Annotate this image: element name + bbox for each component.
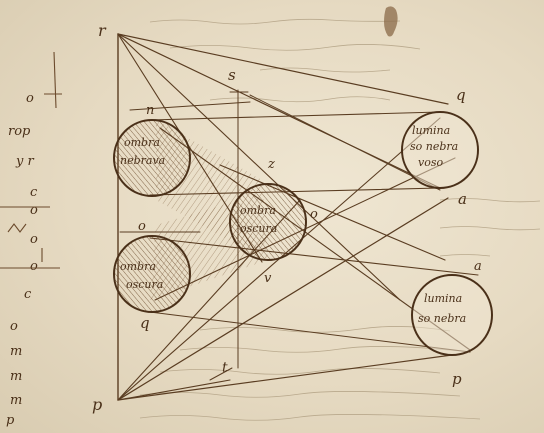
margin-note: o [30,203,38,218]
label-circle-o-side: o [310,207,318,222]
label-bottom-right: p [452,370,462,388]
label-top-mid: s [228,66,236,84]
label-bottom-mid: t [222,360,228,376]
ink-blot [384,6,398,37]
circle-top-left: ombra nebrava [113,119,191,197]
circle-center: ombra oscura [229,183,307,261]
circle-note: so nebra [418,312,466,325]
margin-note: m [10,393,22,408]
label-circle-z: z [267,157,275,172]
circle-note: ombra [120,260,156,273]
margin-note: c [24,287,32,302]
label-bottom-left-q: q [140,314,150,332]
point-labels: r s q n z o o q v a a t p p [92,21,482,414]
circle-note: nebrava [120,154,165,167]
label-circle-o-left: o [138,219,146,234]
label-right-lower: a [474,259,482,274]
label-top-left: r [98,21,107,40]
margin-note: o [26,91,34,106]
label-right-mid: a [458,190,467,208]
circle-note: ombra [124,136,160,149]
circle-bottom-left: ombra oscura [113,235,191,313]
label-circle-v: v [264,271,272,286]
label-bottom-left: p [92,395,102,414]
circle-note: oscura [126,278,163,291]
circle-note: lumina [412,124,450,137]
margin-note: p [6,413,15,428]
margin-note: o [10,319,18,334]
circle-note: so nebra [410,140,458,153]
circle-bottom-right: lumina so nebra [411,274,493,356]
margin-note: o [30,259,38,274]
margin-note: m [10,369,22,384]
circle-note: ombra [240,204,276,217]
circle-note: oscura [240,222,277,235]
verso-bleed [139,18,541,421]
margin-note: m [10,344,22,359]
margin-note: rop [8,124,31,139]
label-circle-n: n [146,103,154,118]
circle-top-right: lumina so nebra voso [401,111,479,189]
margin-note: c [30,185,38,200]
circle-note: voso [418,156,443,169]
label-top-right: q [456,86,466,104]
circle-note: lumina [424,292,462,305]
margin-notes: o rop y r c o o o c o m m m p [0,51,62,428]
margin-note: o [30,232,38,247]
margin-note: y r [15,154,34,169]
